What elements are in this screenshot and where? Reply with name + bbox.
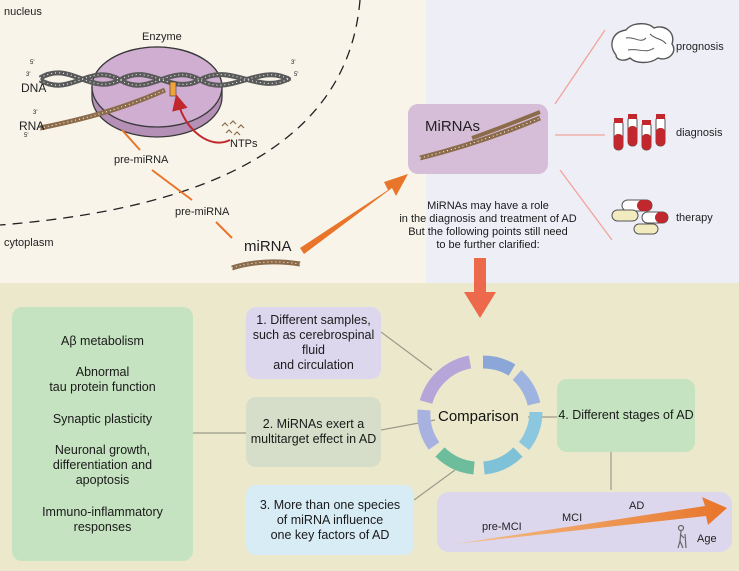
ntps-icon — [221, 120, 245, 136]
pre-mirna-label-2: pre-miRNA — [175, 206, 230, 218]
comparison-donut — [417, 355, 543, 475]
rna-strand — [39, 87, 167, 131]
dna-label: DNA — [21, 81, 47, 95]
age-label: Age — [697, 533, 717, 545]
point-4-box: 4. Different stages of AD — [557, 379, 695, 452]
mirnas-label: MiRNAs — [425, 118, 480, 135]
role-text-line: to be further clarified: — [436, 239, 540, 251]
ntps-label: NTPs — [230, 138, 258, 150]
cytoplasm-label: cytoplasm — [4, 237, 54, 249]
blood-tubes-icon — [613, 114, 666, 151]
stage-label: MCI — [562, 512, 583, 524]
mirna-to-box-arrow — [300, 174, 408, 254]
brain-icon — [611, 23, 675, 64]
strand-mark: 5' — [30, 60, 35, 66]
down-arrow — [464, 258, 496, 318]
role-text-line: MiRNAs may have a role — [427, 200, 549, 212]
function-item: Aβ metabolism — [61, 333, 144, 348]
therapy-label: therapy — [676, 212, 713, 224]
stage-label: AD — [629, 500, 645, 512]
functions-box: Aβ metabolism Abnormal tau protein funct… — [12, 307, 193, 561]
strand-mark: 3' — [26, 72, 31, 78]
strand-mark: 5' — [24, 133, 29, 139]
strand-mark: 3' — [291, 60, 296, 66]
enzyme-label: Enzyme — [142, 31, 182, 43]
function-item: Neuronal growth, differentiation and apo… — [52, 443, 153, 487]
function-item: Immuno-inflammatory responses — [42, 504, 163, 534]
role-text-line: in the diagnosis and treatment of AD — [399, 213, 577, 225]
strand-mark: 3' — [33, 110, 38, 116]
diagnosis-label: diagnosis — [676, 127, 723, 139]
comparison-label: Comparison — [438, 408, 519, 425]
rna-label: RNA — [19, 119, 45, 133]
nucleus-label: nucleus — [4, 6, 42, 18]
mirna-strand — [231, 259, 301, 271]
mirna-label: miRNA — [244, 238, 292, 255]
point-3-box: 3. More than one species of miRNA influe… — [246, 485, 414, 555]
pre-mirna-label-1: pre-miRNA — [114, 154, 169, 166]
strand-mark: 5' — [294, 72, 299, 78]
stage-label: pre-MCI — [482, 521, 522, 533]
pills-icon — [611, 199, 669, 235]
point-2-box: 2. MiRNAs exert a multitarget effect in … — [246, 397, 381, 467]
prognosis-label: prognosis — [676, 41, 724, 53]
point-1-box: 1. Different samples, such as cerebrospi… — [246, 307, 381, 379]
function-item: Abnormal tau protein function — [49, 365, 156, 394]
elderly-person-icon — [677, 524, 687, 549]
function-item: Synaptic plasticity — [52, 411, 153, 426]
role-text: MiRNAs may have a role in the diagnosis … — [378, 200, 598, 252]
role-text-line: But the following points still need — [408, 226, 568, 238]
